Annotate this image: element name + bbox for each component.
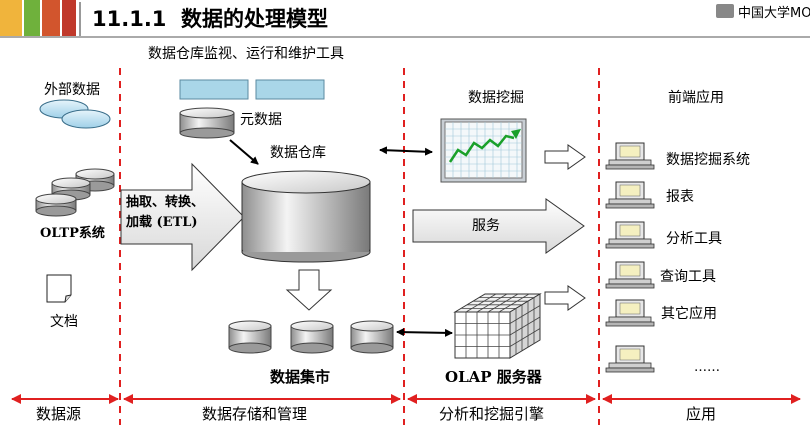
disc-icon [61, 109, 111, 129]
app-label: 报表 [666, 189, 694, 205]
computer-icon [605, 142, 655, 170]
database-icon [350, 320, 394, 354]
layer-label-sources: 数据源 [36, 405, 81, 423]
external-data: 外部数据 [39, 82, 111, 129]
warehouse-label: 数据仓库 [270, 145, 326, 161]
layer-label-apps: 应用 [686, 405, 716, 423]
app-label: 查询工具 [660, 269, 716, 285]
computer-icon [605, 181, 655, 209]
service-label: 服务 [472, 218, 500, 234]
computer-icon [605, 345, 655, 373]
computer-icon [605, 299, 655, 327]
database-icon [290, 320, 334, 354]
app-analysis-tool: 分析工具 [605, 221, 722, 249]
database-icon [51, 177, 91, 201]
documents: 文档 [46, 274, 78, 330]
maintenance-tools-label: 数据仓库监视、运行和维护工具 [148, 46, 344, 62]
etl-label-line1: 抽取、转换、 [126, 194, 204, 210]
tool-tile [255, 79, 325, 100]
metadata: 元数据 [179, 107, 282, 139]
title-bar: 11.1.1 数据的处理模型 中国大学MO [0, 0, 810, 38]
mining-to-app-arrow [544, 144, 586, 170]
oltp-system: OLTP系统 [35, 168, 115, 241]
tool-tile [179, 79, 249, 100]
app-label: 其它应用 [661, 305, 717, 322]
service-arrow: 服务 [412, 198, 585, 254]
monitor-tiles [179, 79, 325, 100]
data-marts-label: 数据集市 [270, 368, 330, 386]
oltp-label: OLTP系统 [40, 225, 105, 241]
app-label: 数据挖掘系统 [666, 152, 750, 168]
marts-olap-double-arrow [396, 328, 453, 337]
watermark-text: 中国大学MO [738, 5, 810, 21]
etl-label-line2: 加载 (ETL) [125, 214, 198, 230]
frontend-label: 前端应用 [668, 89, 724, 106]
app-query-tool: 查询工具 [605, 261, 716, 289]
warehouse-mining-double-arrow [379, 146, 433, 156]
data-warehouse-cylinder [241, 170, 371, 263]
stripe-2 [24, 0, 40, 36]
app-label: 分析工具 [666, 231, 722, 247]
app-other: 其它应用 [605, 299, 717, 327]
app-more: …… [605, 345, 720, 375]
documents-label: 文档 [50, 314, 78, 330]
metadata-label: 元数据 [240, 112, 282, 128]
down-arrow [285, 269, 333, 311]
stripe-1 [0, 0, 22, 36]
app-data-mining-system: 数据挖掘系统 [605, 142, 750, 170]
computer-icon [605, 221, 655, 249]
watermark-logo: 中国大学MO [716, 4, 810, 21]
app-report: 报表 [605, 181, 694, 209]
database-icon [228, 320, 272, 354]
metadata-to-warehouse-arrow [229, 139, 259, 165]
etl-arrow: 抽取、转换、 加载 (ETL) [120, 162, 245, 272]
data-mining-chart-icon [440, 118, 527, 183]
database-icon [179, 107, 235, 139]
olap-cube-icon [453, 293, 542, 359]
olap-to-app-arrow [544, 285, 586, 311]
external-data-label: 外部数据 [44, 82, 100, 98]
data-mining-label: 数据挖掘 [468, 90, 524, 106]
database-icon [35, 193, 77, 217]
app-label: …… [694, 360, 720, 375]
data-marts: 数据集市 [228, 320, 394, 386]
slide-title: 11.1.1 数据的处理模型 [92, 7, 328, 31]
stripe-4 [62, 0, 76, 36]
olap-label: OLAP 服务器 [445, 368, 543, 386]
mooc-logo-icon [716, 4, 734, 18]
computer-icon [605, 261, 655, 289]
stripe-3 [42, 0, 60, 36]
layer-label-storage: 数据存储和管理 [202, 405, 307, 423]
layer-label-engines: 分析和挖掘引擎 [439, 405, 544, 423]
